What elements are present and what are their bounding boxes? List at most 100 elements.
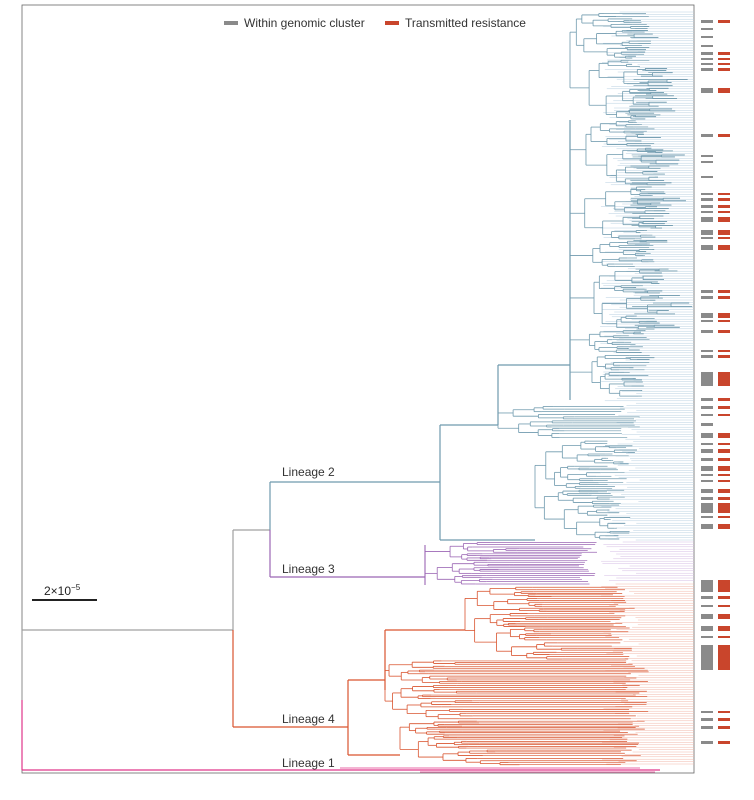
cluster-marker [701,433,713,438]
lineage-1-label: Lineage 1 [282,756,335,770]
legend: Within genomic cluster Transmitted resis… [224,16,526,30]
cluster-marker [701,36,713,38]
cluster-marker [701,198,713,201]
cluster-marker [701,741,713,744]
cluster-marker [701,480,713,482]
resistance-marker [718,68,730,71]
resistance-marker [718,134,730,137]
cluster-marker [701,406,713,409]
resistance-marker [718,443,730,445]
cluster-marker [701,449,713,453]
cluster-marker [701,414,713,416]
resistance-marker [718,398,730,401]
cluster-marker [701,497,713,500]
cluster-marker [701,211,713,213]
cluster-marker [701,330,713,333]
cluster-marker [701,596,713,599]
cluster-marker [701,466,713,471]
cluster-marker [701,63,713,65]
resistance-marker [718,497,730,500]
cluster-marker [701,68,713,71]
scale-bar-label: 2×10−5 [44,583,81,598]
cluster-marker [701,443,713,445]
cluster-marker [701,636,713,638]
cluster-marker [701,161,713,163]
lineage-2-label: Lineage 2 [282,465,335,479]
resistance-marker [718,645,730,670]
resistance-marker [718,63,730,65]
cluster-marker [701,230,713,235]
resistance-marker [718,313,730,318]
cluster-marker [701,489,713,493]
cluster-marker [701,474,713,476]
scale-bar: 2×10−5 [32,583,97,601]
cluster-marker [701,245,713,250]
cluster-marker [701,88,713,93]
resistance-marker [718,711,730,713]
resistance-marker [718,330,730,333]
cluster-marker [701,45,713,47]
resistance-marker [718,503,730,513]
legend-label-cluster: Within genomic cluster [244,16,365,30]
cluster-marker [701,217,713,222]
cluster-marker [701,296,713,299]
resistance-marker [718,433,730,438]
cluster-marker [701,313,713,318]
resistance-marker [718,20,730,23]
cluster-marker [701,355,713,358]
resistance-marker [718,718,730,721]
resistance-marker [718,205,730,208]
cluster-marker [701,155,713,157]
cluster-marker [701,193,713,195]
resistance-marker [718,489,730,493]
resistance-marker [718,406,730,409]
resistance-marker [718,524,730,529]
resistance-marker [718,474,730,476]
resistance-marker [718,350,730,352]
resistance-marker [718,596,730,599]
resistance-marker [718,198,730,201]
resistance-marker [718,626,730,631]
cluster-marker [701,726,713,729]
cluster-marker [701,516,713,518]
cluster-marker [701,320,713,322]
tree-backbone [21,481,660,771]
resistance-marker [718,466,730,471]
resistance-marker [718,230,730,235]
cluster-marker [701,237,713,239]
cluster-marker [701,458,713,461]
cluster-marker [701,718,713,721]
cluster-marker [701,503,713,513]
cluster-marker-columns [701,20,730,744]
cluster-marker [701,176,713,178]
cluster-marker [701,626,713,631]
resistance-marker [718,245,730,250]
resistance-marker [718,580,730,592]
resistance-marker [718,741,730,744]
resistance-marker [718,458,730,461]
resistance-marker [718,449,730,453]
cluster-marker [701,614,713,619]
cluster-marker [701,28,713,30]
scale-bar-exponent: −5 [71,583,81,592]
tree-branches [340,13,693,773]
resistance-marker [718,88,730,93]
resistance-marker [718,480,730,482]
resistance-marker [718,193,730,195]
resistance-marker [718,211,730,213]
resistance-marker [718,414,730,416]
resistance-marker [718,614,730,619]
cluster-marker [701,524,713,529]
resistance-marker [718,52,730,55]
lineage-4-label: Lineage 4 [282,712,335,726]
legend-swatch-resistance [385,21,399,25]
cluster-marker [701,398,713,401]
resistance-marker [718,516,730,518]
resistance-marker [718,320,730,322]
cluster-marker [701,372,713,386]
cluster-marker [701,645,713,670]
legend-label-resistance: Transmitted resistance [405,16,526,30]
cluster-marker [701,605,713,607]
resistance-marker [718,296,730,299]
